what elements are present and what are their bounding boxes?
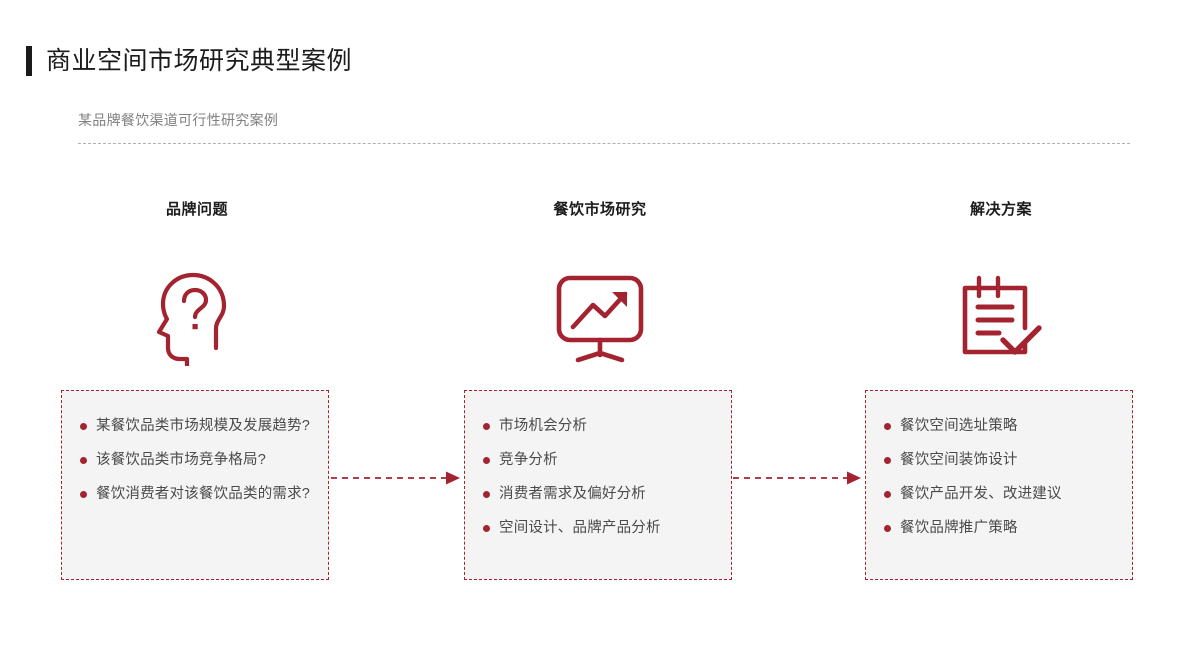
list-item: 餐饮空间装饰设计 <box>866 451 1132 469</box>
list-item-label: 餐饮品牌推广策略 <box>900 520 1018 536</box>
list-item-label: 餐饮产品开发、改进建议 <box>900 486 1062 502</box>
bullet-dot-icon <box>483 525 490 532</box>
bullet-list-brand-problem: 某餐饮品类市场规模及发展趋势? 该餐饮品类市场竞争格局? 餐饮消费者对该餐饮品类… <box>62 391 328 503</box>
list-item-label: 餐饮消费者对该餐饮品类的需求? <box>96 486 311 502</box>
column-header-brand-problem: 品牌问题 <box>165 201 228 218</box>
list-item: 消费者需求及偏好分析 <box>465 485 731 503</box>
bullet-dot-icon <box>483 457 490 464</box>
column-market-research: 餐饮市场研究 <box>464 200 736 378</box>
list-item-label: 餐饮空间装饰设计 <box>900 452 1018 468</box>
head-question-icon <box>61 258 333 378</box>
column-header-solution: 解决方案 <box>969 201 1032 218</box>
list-item-label: 消费者需求及偏好分析 <box>499 486 646 502</box>
bullet-dot-icon <box>884 525 891 532</box>
list-item: 餐饮品牌推广策略 <box>866 519 1132 537</box>
list-item-label: 空间设计、品牌产品分析 <box>499 520 661 536</box>
list-item-label: 餐饮空间选址策略 <box>900 418 1018 434</box>
list-item: 市场机会分析 <box>465 417 731 435</box>
content-box-brand-problem: 某餐饮品类市场规模及发展趋势? 该餐饮品类市场竞争格局? 餐饮消费者对该餐饮品类… <box>61 390 329 580</box>
bullet-list-market-research: 市场机会分析 竞争分析 消费者需求及偏好分析 空间设计、品牌产品分析 <box>465 391 731 537</box>
bullet-list-solution: 餐饮空间选址策略 餐饮空间装饰设计 餐饮产品开发、改进建议 餐饮品牌推广策略 <box>866 391 1132 537</box>
column-brand-problem: 品牌问题 <box>61 200 333 378</box>
content-box-market-research: 市场机会分析 竞争分析 消费者需求及偏好分析 空间设计、品牌产品分析 <box>464 390 732 580</box>
presentation-chart-icon <box>464 258 736 378</box>
list-item: 餐饮空间选址策略 <box>866 417 1132 435</box>
column-solution: 解决方案 <box>865 200 1137 378</box>
list-item: 餐饮消费者对该餐饮品类的需求? <box>62 485 328 503</box>
page-title: 商业空间市场研究典型案例 <box>46 47 353 75</box>
list-item: 竞争分析 <box>465 451 731 469</box>
arrow-research-to-solution-icon <box>733 468 865 488</box>
bullet-dot-icon <box>80 457 87 464</box>
bullet-dot-icon <box>483 491 490 498</box>
list-item: 该餐饮品类市场竞争格局? <box>62 451 328 469</box>
bullet-dot-icon <box>884 491 891 498</box>
clipboard-check-icon <box>865 258 1137 378</box>
list-item-label: 该餐饮品类市场竞争格局? <box>96 452 266 468</box>
content-box-solution: 餐饮空间选址策略 餐饮空间装饰设计 餐饮产品开发、改进建议 餐饮品牌推广策略 <box>865 390 1133 580</box>
list-item-label: 竞争分析 <box>499 452 558 468</box>
bullet-dot-icon <box>884 457 891 464</box>
header-divider <box>78 143 1130 144</box>
arrow-brand-to-research-icon <box>331 468 464 488</box>
list-item-label: 市场机会分析 <box>499 418 588 434</box>
list-item-label: 某餐饮品类市场规模及发展趋势? <box>96 418 311 434</box>
column-header-market-research: 餐饮市场研究 <box>553 201 647 218</box>
bullet-dot-icon <box>80 423 87 430</box>
list-item: 某餐饮品类市场规模及发展趋势? <box>62 417 328 435</box>
bullet-dot-icon <box>80 491 87 498</box>
title-accent-bar <box>26 46 32 76</box>
bullet-dot-icon <box>884 423 891 430</box>
list-item: 空间设计、品牌产品分析 <box>465 519 731 537</box>
list-item: 餐饮产品开发、改进建议 <box>866 485 1132 503</box>
title-row: 商业空间市场研究典型案例 <box>26 46 352 76</box>
page-subtitle: 某品牌餐饮渠道可行性研究案例 <box>78 112 279 128</box>
bullet-dot-icon <box>483 423 490 430</box>
